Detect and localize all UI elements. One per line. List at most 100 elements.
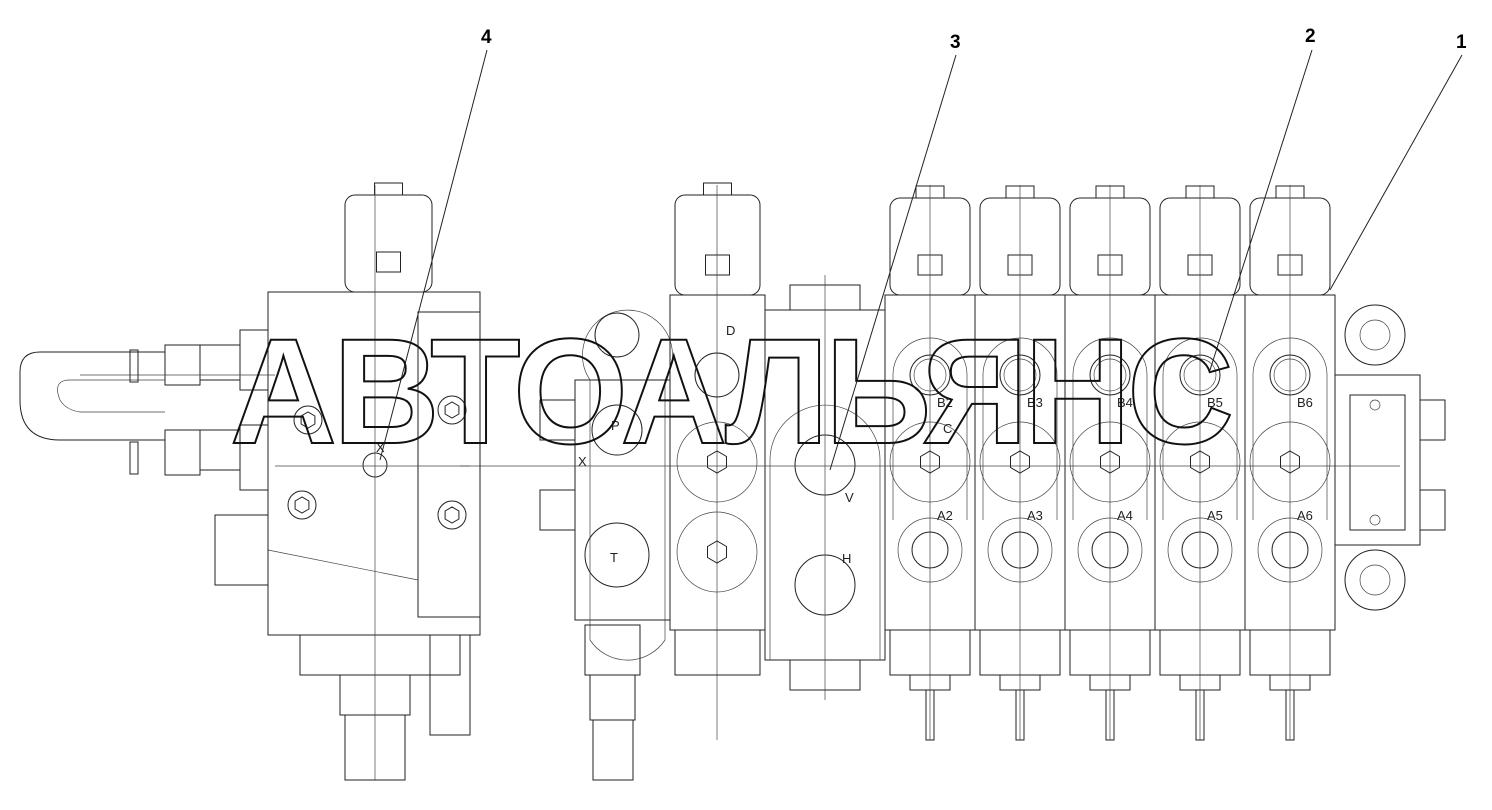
end-plate: [1334, 374, 1421, 546]
pin: [1369, 399, 1381, 411]
fitting-nut: [584, 624, 641, 676]
port-a-circle: [1091, 531, 1129, 569]
port-a-circle: [1271, 531, 1309, 569]
port-b-inner: [1093, 358, 1127, 392]
port-b-inner: [1273, 358, 1307, 392]
left-cap-nut: [374, 182, 403, 196]
callout-4: 4: [481, 27, 492, 48]
inlet-cap: [674, 194, 761, 296]
port-boss: [892, 337, 968, 520]
port-a-boss: [897, 517, 963, 583]
left-lever: [429, 634, 471, 736]
end-boss-inner: [1359, 319, 1391, 351]
port-a-boss: [1077, 517, 1143, 583]
hex-plug: [920, 450, 940, 474]
port-a-circle: [911, 531, 949, 569]
port-t-circle: [584, 522, 650, 588]
port-a-circle: [1181, 531, 1219, 569]
drawing-geometry: [19, 49, 1463, 781]
port-label-b2: B2: [937, 395, 953, 410]
callout-3: 3: [950, 32, 961, 53]
port-label-b5: B5: [1207, 395, 1223, 410]
port-b-inner: [1183, 358, 1217, 392]
left-body-diag: [267, 549, 419, 581]
port-boss: [1252, 337, 1328, 520]
leader-4: [379, 49, 488, 461]
bolt-hex: [294, 496, 310, 514]
port-label-x-left: X: [376, 440, 385, 455]
port-label-a2: A2: [937, 508, 953, 523]
spool-circle: [1069, 421, 1151, 503]
port-b-inner: [1003, 358, 1037, 392]
port-a-circle: [1001, 531, 1039, 569]
end-boss: [1344, 304, 1406, 366]
port-label-a3: A3: [1027, 508, 1043, 523]
fitting: [214, 514, 269, 586]
leader-2: [1209, 49, 1313, 371]
bolt-hex: [444, 506, 460, 524]
bolt-boss: [437, 500, 467, 530]
port-b-circle: [909, 354, 951, 396]
left-cap: [344, 194, 433, 293]
bolt-boss: [437, 395, 467, 425]
hex-plug: [1190, 450, 1210, 474]
hose-nut: [164, 344, 201, 386]
hex-plug: [707, 540, 727, 564]
port-label-h: H: [842, 551, 851, 566]
port-label-a6: A6: [1297, 508, 1313, 523]
fitting-hex: [589, 674, 636, 721]
port-label-p: P: [611, 418, 620, 433]
end-boss-inner: [1359, 564, 1391, 596]
spool-circle: [676, 511, 758, 593]
spool-stem: [1285, 689, 1295, 741]
side-bolt: [1419, 489, 1446, 531]
inlet-cap-bolt: [705, 254, 730, 276]
port-label-v: V: [845, 490, 854, 505]
port-b-circle: [1269, 354, 1311, 396]
port-a-boss: [1257, 517, 1323, 583]
hex-plug: [1100, 450, 1120, 474]
port-b-inner: [913, 358, 947, 392]
hose-crimp: [129, 349, 139, 383]
port-d-circle: [694, 352, 740, 398]
port-label-b4: B4: [1117, 395, 1133, 410]
bolt-boss: [287, 490, 317, 520]
side-bolt: [539, 489, 576, 531]
bolt-boss: [293, 405, 323, 435]
fitting-end: [592, 719, 634, 781]
hose-crimp: [129, 441, 139, 475]
end-window: [1349, 394, 1406, 531]
port-label-b3: B3: [1027, 395, 1043, 410]
spool-stem: [1195, 689, 1205, 741]
pin: [1369, 514, 1381, 526]
spool-cap: [674, 629, 761, 676]
spool-circle: [676, 421, 758, 503]
spool-stem: [1105, 689, 1115, 741]
leader-3: [829, 54, 957, 471]
side-bolt: [1419, 399, 1446, 441]
spool-circle: [1159, 421, 1241, 503]
spool-circle: [1249, 421, 1331, 503]
spool-stem: [1015, 689, 1025, 741]
inlet-cap-nut: [703, 182, 732, 196]
hose-outer: [19, 351, 165, 441]
port-a-boss: [1167, 517, 1233, 583]
port-boss: [1162, 337, 1238, 520]
port-label-a4: A4: [1117, 508, 1133, 523]
side-bolt: [539, 399, 576, 441]
port-b-circle: [999, 354, 1041, 396]
port-boss: [982, 337, 1058, 520]
spool-circle: [889, 421, 971, 503]
leader-1: [1329, 54, 1463, 291]
callout-1: 1: [1456, 32, 1467, 53]
hex-plug: [707, 450, 727, 474]
inlet-outline: [582, 309, 673, 661]
callout-2: 2: [1305, 26, 1316, 47]
hose-inner: [57, 379, 165, 413]
hose-nut: [164, 429, 201, 476]
port-label-x-main: X: [578, 454, 587, 469]
port-b-circle: [1179, 354, 1221, 396]
hex-plug: [1280, 450, 1300, 474]
port-boss: [1072, 337, 1148, 520]
